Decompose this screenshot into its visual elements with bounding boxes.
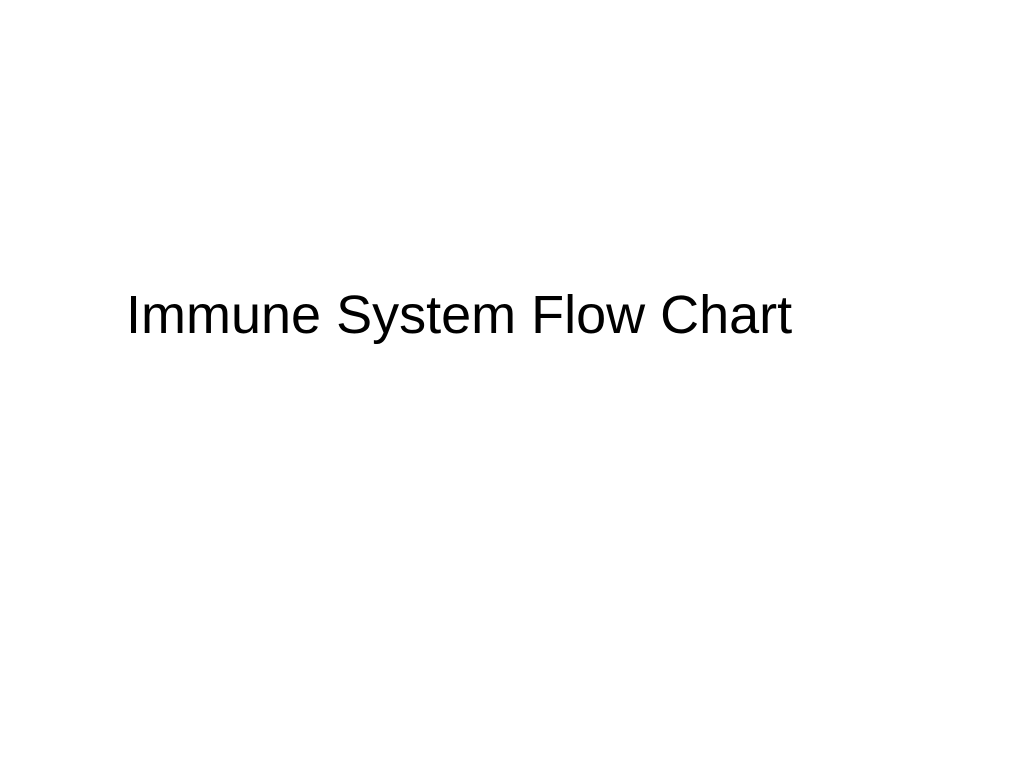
page-title: Immune System Flow Chart	[126, 285, 793, 345]
